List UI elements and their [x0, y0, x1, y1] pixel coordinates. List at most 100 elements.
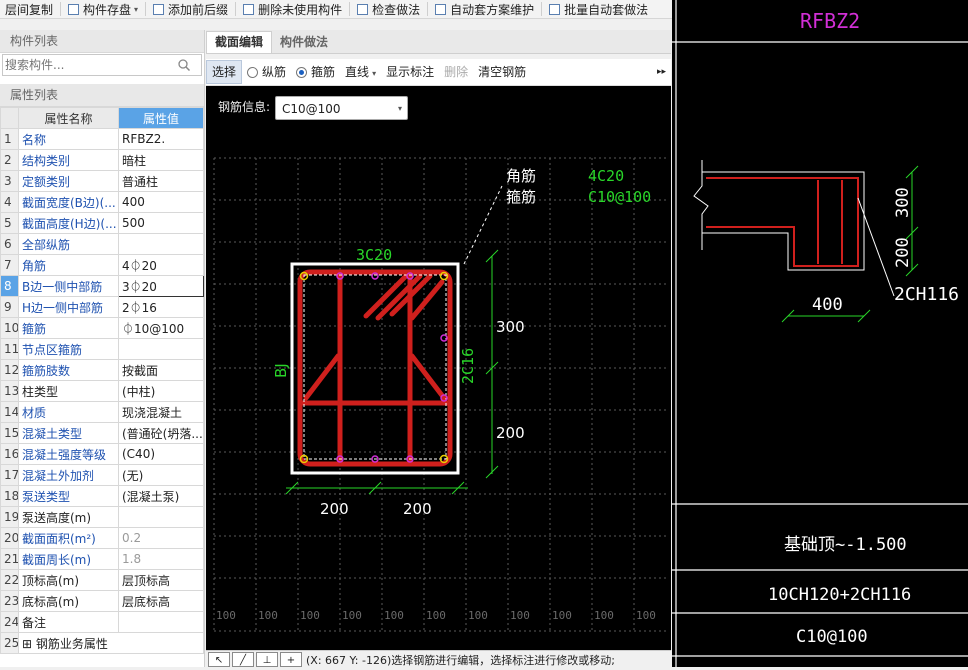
side-bar[interactable]	[406, 272, 414, 280]
side-bar[interactable]	[440, 334, 448, 342]
side-bar[interactable]	[371, 455, 379, 463]
property-value[interactable]: 0.2	[118, 527, 204, 549]
property-value[interactable]: ⏀10@100	[118, 317, 204, 339]
property-value[interactable]: 暗柱	[118, 149, 204, 171]
property-value[interactable]: 400	[118, 191, 204, 213]
corner-bar[interactable]	[299, 454, 309, 464]
stirrups[interactable]	[297, 269, 453, 467]
property-value[interactable]	[118, 506, 204, 528]
orthogonal-tool-icon[interactable]: ⊥	[256, 652, 278, 667]
corner-bar[interactable]	[299, 271, 309, 281]
side-bar[interactable]	[371, 272, 379, 280]
rebar-info-select[interactable]: C10@100 ▾	[275, 96, 408, 120]
side-bar[interactable]	[406, 455, 414, 463]
hook-corner[interactable]	[363, 273, 409, 319]
property-value[interactable]: 现浇混凝土	[118, 401, 204, 423]
rebar-points[interactable]	[299, 271, 449, 464]
property-value[interactable]: RFBZ2.	[118, 128, 204, 150]
dim-200-vertical[interactable]: 200	[496, 424, 525, 442]
property-value[interactable]: (普通砼(坍落...	[118, 422, 204, 444]
property-value[interactable]	[118, 233, 204, 255]
radio-longitudinal[interactable]: 纵筋	[242, 61, 291, 83]
property-value[interactable]: 普通柱	[118, 170, 204, 192]
delete-button[interactable]: 删除	[444, 65, 469, 79]
show-dims-button[interactable]: 显示标注	[386, 65, 435, 79]
tab-component-method[interactable]: 构件做法	[280, 35, 329, 49]
expand-icon[interactable]: ⊞	[22, 636, 36, 651]
property-value[interactable]: 1.8	[118, 548, 204, 570]
property-value[interactable]: (混凝土泵)	[118, 485, 204, 507]
line-dropdown[interactable]: 直线▾	[340, 61, 381, 83]
property-value[interactable]: 500	[118, 212, 204, 234]
save-component-button[interactable]: 构件存盘 ▾	[63, 0, 143, 18]
top-rebar-label[interactable]: 3C20	[356, 246, 392, 264]
copy-floor-button[interactable]: 层间复制	[0, 0, 58, 18]
property-value[interactable]: (中柱)	[118, 380, 204, 402]
tab-section-edit[interactable]: 截面编辑	[206, 31, 273, 53]
property-value[interactable]: 层底标高	[118, 590, 204, 612]
side-bar[interactable]	[336, 272, 344, 280]
section-canvas[interactable]: 100 100 100 100 100 100 100 100 100 100 …	[206, 86, 671, 650]
add-prefix-button[interactable]: 添加前后缀	[148, 0, 233, 18]
corner-bar[interactable]	[439, 454, 449, 464]
hook-left[interactable]	[303, 353, 341, 401]
property-value[interactable]: 4⏀20	[118, 254, 204, 276]
auto-scheme-button[interactable]: 自动套方案维护	[430, 0, 539, 18]
radio-stirrup[interactable]: 箍筋	[291, 61, 340, 83]
hook-corner[interactable]	[389, 273, 433, 317]
search-input[interactable]	[3, 56, 177, 74]
property-value[interactable]: 层顶标高	[118, 569, 204, 591]
side-bar[interactable]	[336, 455, 344, 463]
dim-200-right[interactable]: 200	[403, 500, 432, 518]
side-rebar-label[interactable]: 2C16	[459, 348, 477, 384]
hook-corner[interactable]	[375, 273, 423, 321]
property-value[interactable]: (C40)	[118, 443, 204, 465]
table-row[interactable]: 25⊞ 钢筋业务属性	[0, 632, 204, 654]
column-outline[interactable]	[290, 262, 460, 475]
property-value[interactable]: 2⏀16	[118, 296, 204, 318]
line-tool-icon[interactable]: ╱	[232, 652, 254, 667]
clear-rebar-button[interactable]: 清空钢筋	[478, 65, 527, 79]
select-button[interactable]: 选择	[206, 60, 243, 84]
more-icon[interactable]: ▸▸	[656, 67, 666, 77]
batch-auto-button[interactable]: 批量自动套做法	[544, 0, 653, 18]
check-method-button[interactable]: 检查做法	[352, 0, 425, 18]
property-value[interactable]	[118, 338, 204, 360]
corner-bar[interactable]	[439, 271, 449, 281]
property-value[interactable]: 按截面	[118, 359, 204, 381]
side-bar[interactable]	[440, 394, 448, 402]
cursor-tool-icon[interactable]: ↖	[208, 652, 230, 667]
property-value[interactable]: (无)	[118, 464, 204, 486]
dim-200-left[interactable]: 200	[320, 500, 349, 518]
property-value[interactable]	[118, 611, 204, 633]
search-icon[interactable]	[177, 58, 191, 72]
property-value[interactable]: 3⏀20	[118, 275, 204, 297]
outer-stirrup[interactable]	[297, 269, 453, 467]
hook-right[interactable]	[409, 353, 447, 401]
delete-unused-button[interactable]: 删除未使用构件	[238, 0, 347, 18]
